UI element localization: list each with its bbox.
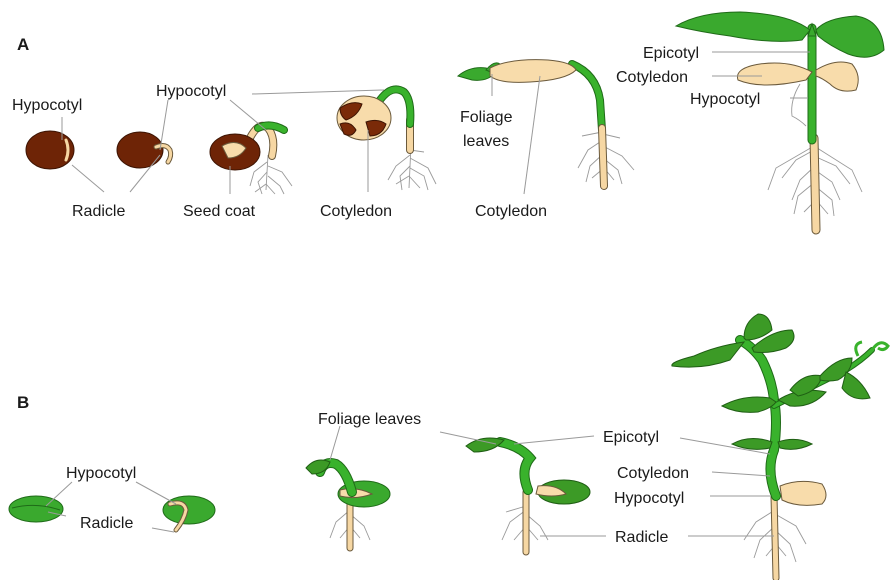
panel-a-leader-lines bbox=[62, 52, 810, 194]
panel-b-stage5-plant bbox=[672, 314, 888, 578]
panel-a-letter: A bbox=[17, 35, 29, 54]
label-foliage-leaves-line1: Foliage bbox=[460, 109, 513, 126]
panel-b: B bbox=[9, 314, 888, 578]
panel-a-stage3-seedling bbox=[210, 125, 292, 194]
panel-b-stage4-seedling bbox=[466, 438, 590, 552]
label-radicle: Radicle bbox=[80, 515, 133, 532]
label-foliage-leaves: Foliage leaves bbox=[318, 411, 421, 428]
label-epicotyl: Epicotyl bbox=[643, 45, 699, 62]
label-radicle: Radicle bbox=[615, 529, 668, 546]
panel-b-letter: B bbox=[17, 393, 29, 412]
panel-a-stage2-seed bbox=[117, 132, 171, 168]
panel-b-stage1-seed bbox=[9, 496, 63, 522]
panel-a-stage6-plant bbox=[676, 12, 884, 230]
label-hypocotyl: Hypocotyl bbox=[12, 97, 82, 114]
label-cotyledon: Cotyledon bbox=[475, 203, 547, 220]
label-hypocotyl: Hypocotyl bbox=[690, 91, 760, 108]
panel-a-stage1-seed bbox=[26, 131, 74, 169]
panel-b-stage3-seedling bbox=[306, 460, 390, 548]
label-hypocotyl: Hypocotyl bbox=[614, 490, 684, 507]
label-foliage-leaves-line2: leaves bbox=[463, 133, 509, 150]
label-cotyledon: Cotyledon bbox=[320, 203, 392, 220]
label-seed-coat: Seed coat bbox=[183, 203, 256, 220]
label-radicle: Radicle bbox=[72, 203, 125, 220]
label-epicotyl: Epicotyl bbox=[603, 429, 659, 446]
panel-a-stage4-seedling bbox=[337, 89, 436, 190]
label-hypocotyl: Hypocotyl bbox=[66, 465, 136, 482]
label-hypocotyl: Hypocotyl bbox=[156, 83, 226, 100]
label-cotyledon: Cotyledon bbox=[617, 465, 689, 482]
panel-a: A bbox=[12, 12, 884, 230]
label-cotyledon: Cotyledon bbox=[616, 69, 688, 86]
